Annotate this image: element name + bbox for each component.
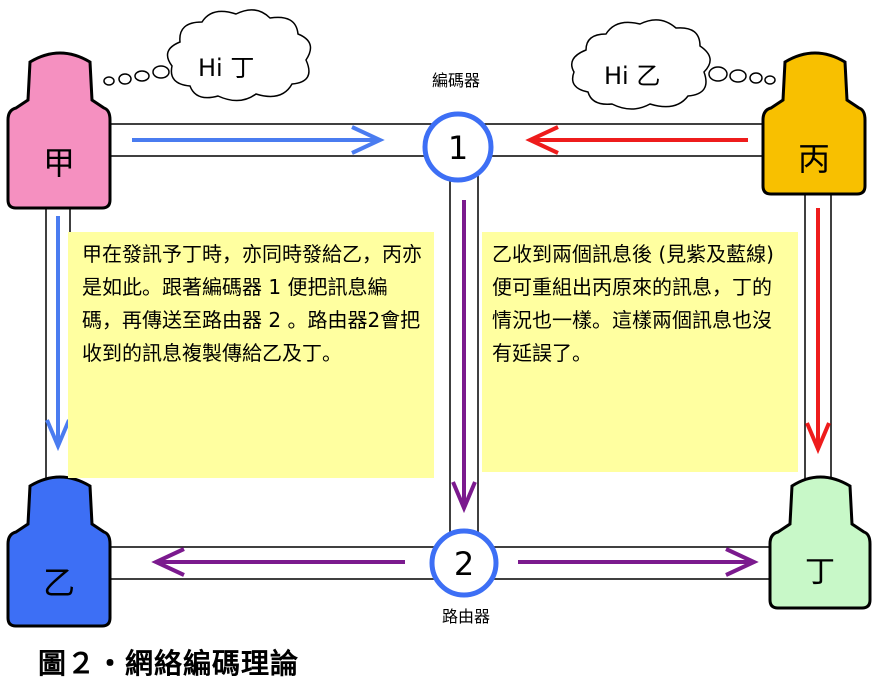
figure-caption: 圖２・網絡編碼理論 <box>38 647 300 680</box>
bubble-left-text: Hi 丁 <box>198 54 254 82</box>
node-yi-label: 乙 <box>43 564 75 602</box>
arrow-jia-to-yi <box>45 216 71 452</box>
node-bing-shape <box>761 51 867 196</box>
node-bing: 丙 <box>761 51 867 196</box>
router-circle <box>429 528 499 598</box>
explanation-left: 甲在發訊予丁時，亦同時發給乙，丙亦是如此。跟著編碼器 1 便把訊息編碼，再傳送至… <box>68 232 434 478</box>
explanation-right: 乙收到兩個訊息後 (見紫及藍線)便可重組出丙原來的訊息，丁的情況也一樣。這樣兩個… <box>482 232 798 472</box>
encoder-number: 1 <box>448 129 468 167</box>
explanation-left-text: 甲在發訊予丁時，亦同時發給乙，丙亦是如此。跟著編碼器 1 便把訊息編碼，再傳送至… <box>82 242 422 365</box>
thought-bubble-right: Hi 乙 <box>571 19 776 110</box>
arrow-router-to-yi <box>151 547 405 577</box>
arrow-bing-to-encoder <box>525 125 748 155</box>
arrow-router-to-ding <box>518 547 759 577</box>
node-ding: 丁 <box>768 475 872 610</box>
node-bing-label: 丙 <box>798 140 830 178</box>
router-label: 路由器 <box>442 607 490 626</box>
encoder-label: 編碼器 <box>432 71 480 90</box>
node-jia-shape <box>6 51 112 210</box>
node-yi-shape <box>6 475 112 628</box>
node-ding-shape <box>768 475 872 610</box>
encoder-node: 1 編碼器 <box>422 71 494 183</box>
node-jia: 甲 <box>6 51 112 210</box>
node-yi: 乙 <box>6 475 112 628</box>
arrow-bing-to-ding <box>805 208 831 455</box>
node-ding-label: 丁 <box>805 555 835 590</box>
thought-bubble-left: Hi 丁 <box>103 9 312 102</box>
router-number: 2 <box>454 545 474 583</box>
router-node: 2 路由器 <box>429 528 499 626</box>
node-jia-label: 甲 <box>43 144 75 182</box>
arrow-encoder-to-router <box>451 200 477 514</box>
bubble-right-text: Hi 乙 <box>604 62 660 90</box>
arrow-jia-to-encoder <box>132 125 385 155</box>
encoder-circle <box>422 111 494 183</box>
explanation-right-text: 乙收到兩個訊息後 (見紫及藍線)便可重組出丙原來的訊息，丁的情況也一樣。這樣兩個… <box>492 242 774 365</box>
